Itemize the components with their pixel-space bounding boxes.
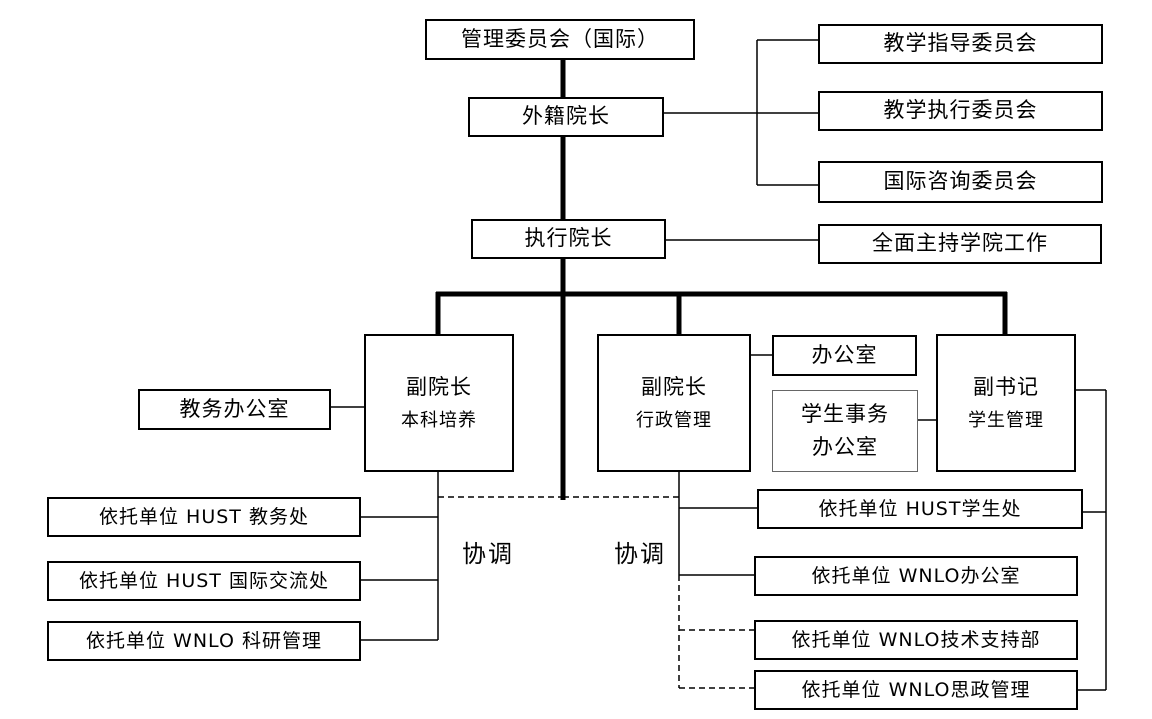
vice-dean-undergrad-title: 副院长 [406,374,472,399]
student-affairs-office-line1: 学生事务 [801,401,889,426]
node-hust-student-affairs: 依托单位 HUST学生处 [757,489,1083,529]
node-academic-office: 教务办公室 [138,389,331,430]
vice-dean-admin-subtitle: 行政管理 [636,409,712,431]
node-international-advisory-committee: 国际咨询委员会 [818,161,1103,203]
node-vice-dean-admin: 副院长 行政管理 [597,334,751,472]
node-hust-academic-affairs: 依托单位 HUST 教务处 [47,497,361,537]
coordinate-label-right: 协调 [614,540,666,568]
deputy-secretary-subtitle: 学生管理 [968,409,1044,431]
node-wnlo-tech-support: 依托单位 WNLO技术支持部 [754,620,1078,660]
node-teaching-execution-committee: 教学执行委员会 [818,91,1103,131]
node-office: 办公室 [772,335,917,376]
vice-dean-undergrad-subtitle: 本科培养 [401,409,477,431]
node-wnlo-office: 依托单位 WNLO办公室 [754,556,1078,596]
node-wnlo-ideological-management: 依托单位 WNLO思政管理 [754,670,1078,710]
vice-dean-admin-title: 副院长 [641,374,707,399]
node-vice-dean-undergrad: 副院长 本科培养 [364,334,514,472]
node-overall-work: 全面主持学院工作 [818,224,1102,264]
node-wnlo-research-management: 依托单位 WNLO 科研管理 [47,621,361,661]
node-deputy-secretary: 副书记 学生管理 [936,334,1076,472]
coordinate-label-left: 协调 [462,540,514,568]
node-teaching-guidance-committee: 教学指导委员会 [818,24,1103,64]
node-hust-international-exchange: 依托单位 HUST 国际交流处 [47,561,361,601]
node-student-affairs-office: 学生事务 办公室 [772,390,918,472]
node-foreign-dean: 外籍院长 [468,97,664,137]
student-affairs-office-line2: 办公室 [812,435,878,459]
deputy-secretary-title: 副书记 [973,374,1039,399]
node-executive-dean: 执行院长 [471,219,666,259]
node-management-committee: 管理委员会（国际） [425,19,695,60]
